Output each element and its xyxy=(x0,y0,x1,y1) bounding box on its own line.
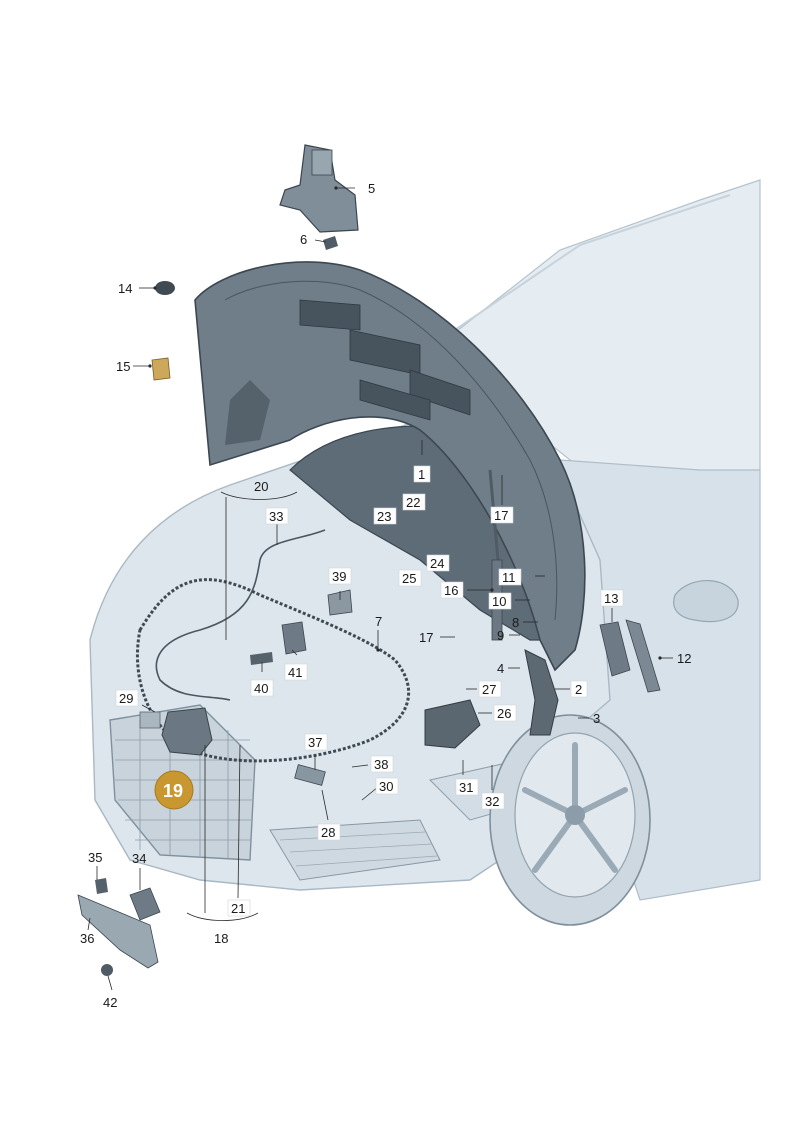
svg-text:40: 40 xyxy=(254,681,268,696)
svg-text:29: 29 xyxy=(119,691,133,706)
label-28-box: 28 xyxy=(317,823,341,841)
svg-text:23: 23 xyxy=(377,509,391,524)
label-32-box: 32 xyxy=(481,792,505,810)
svg-text:41: 41 xyxy=(288,665,302,680)
label-21-box: 21 xyxy=(227,899,251,917)
front-wheel xyxy=(489,714,651,926)
label-11-box: 11 xyxy=(498,568,522,586)
label-14: 14 xyxy=(118,281,132,296)
highlight-badge-19: 19 xyxy=(154,770,194,810)
svg-text:24: 24 xyxy=(430,556,444,571)
switch-34 xyxy=(129,887,161,921)
label-24-box: 24 xyxy=(426,554,450,572)
svg-text:26: 26 xyxy=(497,706,511,721)
bolt-40 xyxy=(250,652,273,665)
label-20: 20 xyxy=(254,479,268,494)
svg-text:30: 30 xyxy=(379,779,393,794)
hinge-bracket xyxy=(279,144,359,233)
buffer-15 xyxy=(151,357,171,381)
grommet-14 xyxy=(155,281,175,295)
label-4: 4 xyxy=(497,661,504,676)
hinge-2 xyxy=(524,649,559,736)
label-6: 6 xyxy=(300,232,307,247)
bracket-36 xyxy=(77,894,159,969)
label-33-box: 33 xyxy=(265,507,289,525)
bolt-35 xyxy=(95,878,108,894)
label-16-box: 16 xyxy=(440,581,464,599)
label-25-box: 25 xyxy=(398,569,422,587)
svg-text:19: 19 xyxy=(163,781,183,801)
label-10-box: 10 xyxy=(488,592,512,610)
side-mirror xyxy=(673,580,739,623)
svg-text:39: 39 xyxy=(332,569,346,584)
cable-connector xyxy=(294,764,326,786)
label-23-box: 23 xyxy=(373,507,397,525)
label-15: 15 xyxy=(116,359,130,374)
label-37-box: 37 xyxy=(304,733,328,751)
svg-text:10: 10 xyxy=(492,594,506,609)
label-35: 35 xyxy=(88,850,102,865)
svg-text:38: 38 xyxy=(374,757,388,772)
label-5: 5 xyxy=(368,181,375,196)
label-18: 18 xyxy=(214,931,228,946)
label-39-box: 39 xyxy=(328,567,352,585)
svg-text:2: 2 xyxy=(575,682,582,697)
label-22-box: 22 xyxy=(402,493,426,511)
bracket-39 xyxy=(327,589,353,616)
hood-panel xyxy=(194,261,586,672)
svg-text:31: 31 xyxy=(459,780,473,795)
leader-lines xyxy=(87,186,673,991)
nut-42 xyxy=(101,964,113,976)
hood-lock xyxy=(139,707,213,756)
callouts: 5 6 14 15 1 17 20 22 23 33 24 xyxy=(80,181,691,1010)
trim-13 xyxy=(599,621,631,677)
label-31-box: 31 xyxy=(455,778,479,796)
trim-12 xyxy=(625,619,661,693)
label-40-box: 40 xyxy=(250,679,274,697)
svg-text:27: 27 xyxy=(482,682,496,697)
label-38-box: 38 xyxy=(370,755,394,773)
label-8: 8 xyxy=(512,615,519,630)
latch-26 xyxy=(424,699,481,749)
label-26-box: 26 xyxy=(493,704,517,722)
svg-text:16: 16 xyxy=(444,583,458,598)
label-27-box: 27 xyxy=(478,680,502,698)
svg-text:32: 32 xyxy=(485,794,499,809)
label-1-box: 1 xyxy=(413,465,431,483)
label-17a-box: 17 xyxy=(490,506,514,524)
svg-text:1: 1 xyxy=(418,467,425,482)
svg-text:33: 33 xyxy=(269,509,283,524)
label-12: 12 xyxy=(677,651,691,666)
svg-text:28: 28 xyxy=(321,825,335,840)
svg-text:21: 21 xyxy=(231,901,245,916)
svg-text:37: 37 xyxy=(308,735,322,750)
label-34: 34 xyxy=(132,851,146,866)
label-30-box: 30 xyxy=(375,777,399,795)
car-body xyxy=(89,179,761,926)
label-7: 7 xyxy=(375,614,382,629)
svg-text:22: 22 xyxy=(406,495,420,510)
svg-text:25: 25 xyxy=(402,571,416,586)
lock-plate-41 xyxy=(281,621,307,655)
svg-text:11: 11 xyxy=(502,570,516,585)
svg-text:13: 13 xyxy=(604,591,618,606)
label-9: 9 xyxy=(497,628,504,643)
label-36: 36 xyxy=(80,931,94,946)
label-41-box: 41 xyxy=(284,663,308,681)
label-2-box: 2 xyxy=(570,680,588,698)
label-42: 42 xyxy=(103,995,117,1010)
label-13-box: 13 xyxy=(600,589,624,607)
nut-6 xyxy=(323,236,338,250)
svg-text:17: 17 xyxy=(494,508,508,523)
label-29-box: 29 xyxy=(115,689,139,707)
label-3: 3 xyxy=(593,711,600,726)
release-cable xyxy=(155,529,326,701)
label-17b: 17 xyxy=(419,630,433,645)
